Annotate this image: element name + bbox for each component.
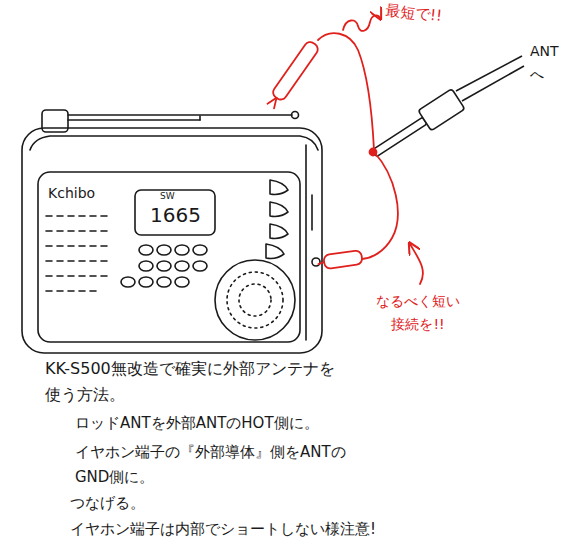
note-heading: KK-S500無改造で確実に外部アンテナを 使う方法。 bbox=[45, 356, 375, 409]
radio-body bbox=[22, 128, 322, 353]
front-panel bbox=[38, 172, 300, 342]
antenna-base bbox=[42, 110, 68, 132]
rod-antenna bbox=[68, 114, 292, 116]
side-panel bbox=[305, 145, 307, 340]
note-text: ロッドANTを外部ANTのHOT側に。 bbox=[75, 414, 319, 434]
side-buttons bbox=[266, 180, 312, 259]
antenna-label: ANT へ bbox=[530, 40, 564, 86]
speaker-grill bbox=[239, 284, 271, 316]
red-cable bbox=[265, 15, 423, 284]
speaker bbox=[215, 260, 295, 340]
body-edge bbox=[30, 136, 318, 150]
display bbox=[135, 190, 215, 235]
annotation: なるべく短い 接続を!! bbox=[366, 290, 470, 336]
note-text: イヤホン端子は内部でショートしない様注意! bbox=[70, 520, 376, 540]
antenna-connector bbox=[368, 56, 524, 163]
note-text: イヤホン端子の『外部導体』側をANTの GND側に。 bbox=[75, 440, 375, 490]
panel-markings bbox=[46, 216, 112, 291]
note-text: つなげる。 bbox=[70, 494, 145, 514]
frequency-readout: 1665 bbox=[150, 202, 201, 228]
antenna-tip bbox=[292, 112, 299, 119]
brand-label: Kchibo bbox=[48, 184, 95, 202]
rod-antenna bbox=[68, 119, 200, 121]
button-grid bbox=[121, 245, 207, 287]
rod-antenna bbox=[199, 116, 201, 120]
band-label: SW bbox=[160, 191, 175, 202]
annotation: 最短で!! bbox=[384, 1, 443, 26]
speaker-grill bbox=[227, 272, 283, 328]
